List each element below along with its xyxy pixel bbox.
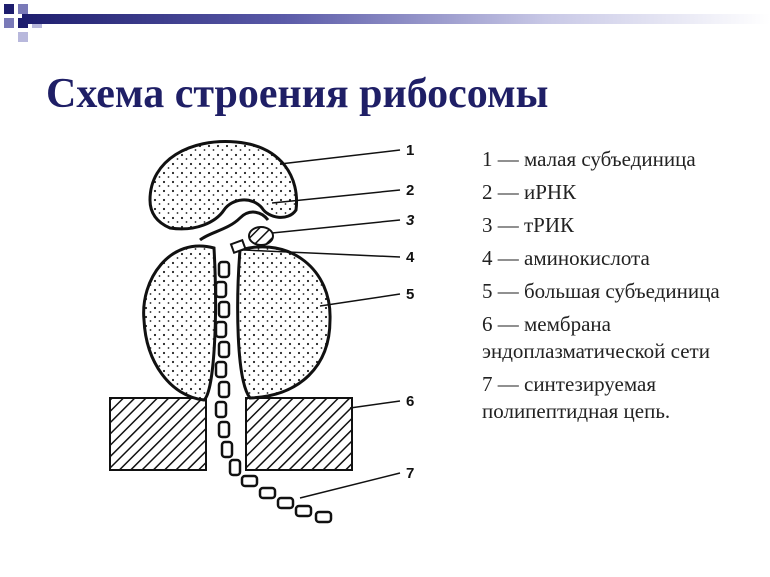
corner-decoration [0, 0, 70, 50]
legend-item: 1 — малая субъединица [482, 147, 696, 171]
trna [248, 226, 274, 246]
legend-item: 7 — синтезируемая полипептидная цепь. [482, 372, 671, 423]
legend: 1 — малая субъединица 2 — иРНК 3 — тРИК … [482, 146, 762, 431]
legend-item: 2 — иРНК [482, 180, 577, 204]
er-membrane [109, 397, 353, 471]
callout-number: 4 [406, 249, 415, 266]
callout-lines [243, 149, 401, 499]
header-gradient-bar [22, 14, 770, 24]
amino-acid [229, 238, 247, 255]
small-subunit [148, 140, 299, 231]
ribosome-diagram: 1 2 3 4 5 6 7 [109, 140, 415, 524]
callout-number: 6 [406, 393, 414, 410]
mrna-strand [199, 210, 270, 242]
callout-number: 5 [406, 286, 414, 303]
legend-item: 4 — аминокислота [482, 246, 650, 270]
callout-number: 3 [406, 212, 415, 229]
callout-number: 2 [406, 182, 414, 199]
polypeptide-chain [214, 260, 333, 524]
callout-number: 1 [406, 142, 414, 159]
slide-title: Схема строения рибосомы [46, 71, 549, 117]
large-subunit [142, 244, 332, 402]
callout-number: 7 [406, 465, 414, 482]
legend-item: 6 — мембрана эндоплазматической сети [482, 312, 710, 363]
legend-item: 3 — тРИК [482, 213, 575, 237]
legend-item: 5 — большая субъединица [482, 279, 720, 303]
